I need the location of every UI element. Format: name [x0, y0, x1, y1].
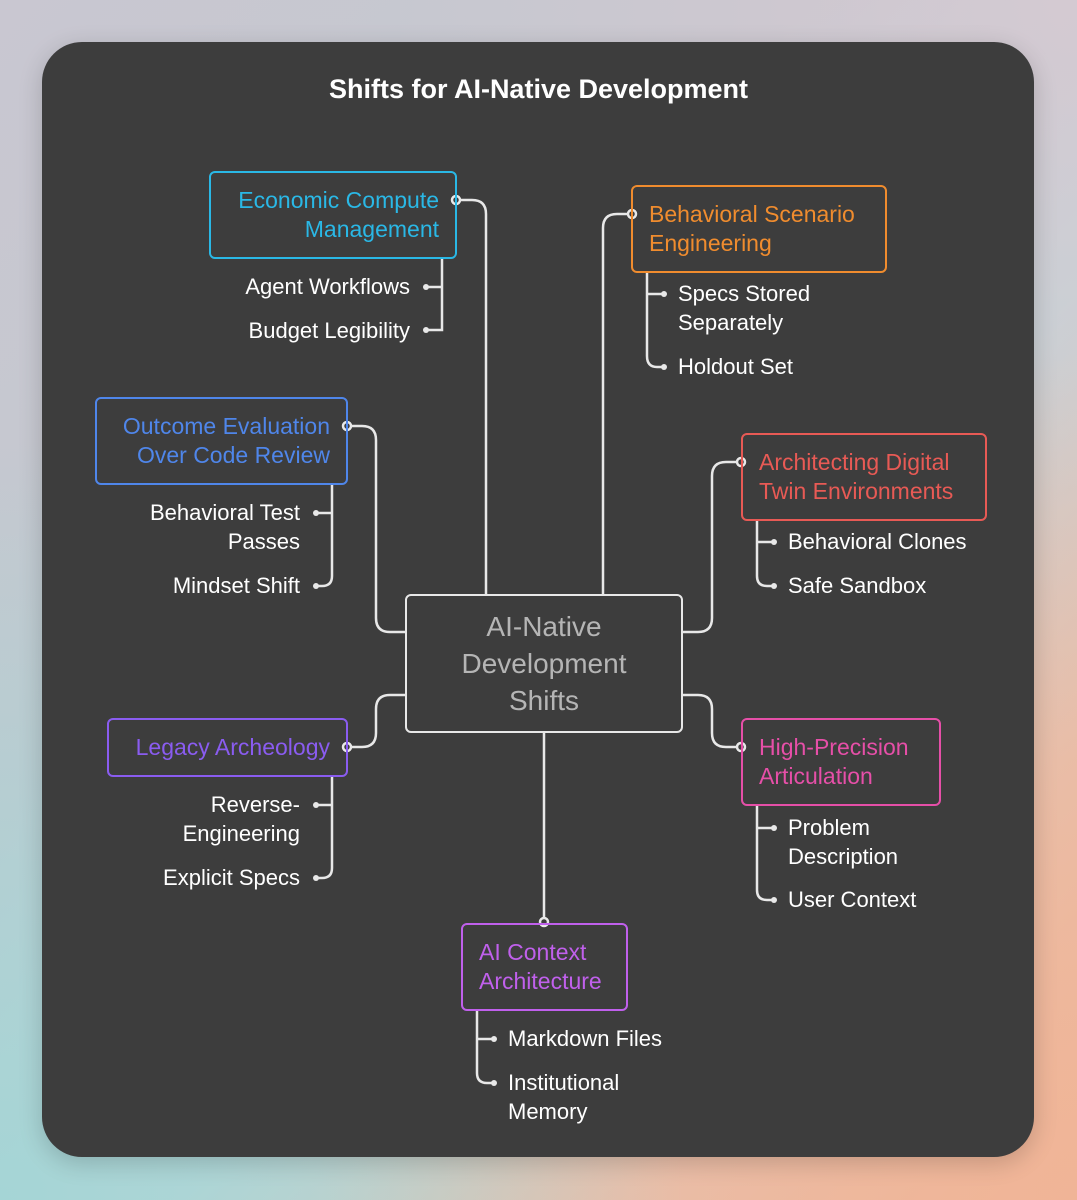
item-mindset-shift: Mindset Shift [173, 571, 300, 600]
item-agent-workflows: Agent Workflows [245, 272, 410, 301]
item-mindset-shift-text: Mindset Shift [172, 573, 300, 598]
node-legacy-archeology: Legacy Archeology [107, 718, 348, 777]
item-reverse-engineering: Reverse- Engineering [183, 790, 300, 848]
item-specs-stored-line-1: Specs Stored [678, 281, 811, 306]
item-holdout-set: Holdout Set [678, 352, 793, 381]
item-behavioral-test-line-2: Passes [227, 529, 300, 554]
item-markdown-files-text: Markdown Files [508, 1026, 663, 1051]
item-problem-description-line-1: Problem [788, 815, 870, 840]
item-problem-description: Problem Description [788, 813, 898, 871]
node-digital-twin-line-1: Architecting Digital [759, 449, 950, 475]
center-line-2: Development [461, 648, 627, 679]
item-budget-legibility: Budget Legibility [249, 316, 410, 345]
node-context-line-2: Architecture [479, 968, 602, 994]
node-behavioral-scenario: Behavioral Scenario Engineering [631, 185, 887, 273]
node-high-precision: High-Precision Articulation [741, 718, 941, 806]
node-economic-compute: Economic Compute Management [209, 171, 457, 259]
item-holdout-set-text: Holdout Set [678, 354, 793, 379]
connector-economic [456, 198, 488, 594]
item-markdown-files: Markdown Files [508, 1024, 662, 1053]
item-behavioral-test-line-1: Behavioral Test [149, 500, 300, 525]
item-behavioral-clones-text: Behavioral Clones [788, 529, 967, 554]
node-outcome-line-1: Outcome Evaluation [122, 413, 330, 439]
item-user-context-text: User Context [788, 887, 917, 912]
center-node: AI-Native Development Shifts [405, 594, 683, 733]
node-economic-line-2: Management [304, 216, 439, 242]
node-outcome-evaluation: Outcome Evaluation Over Code Review [95, 397, 348, 485]
connector-digital-twin [683, 460, 741, 634]
diagram-card [42, 42, 1034, 1157]
item-safe-sandbox-text: Safe Sandbox [788, 573, 927, 598]
item-problem-description-line-2: Description [788, 844, 899, 869]
item-behavioral-clones: Behavioral Clones [788, 527, 967, 556]
item-explicit-specs-text: Explicit Specs [163, 865, 300, 890]
item-institutional-memory-line-1: Institutional [508, 1070, 620, 1095]
item-reverse-engineering-line-1: Reverse- [210, 792, 300, 817]
node-precision-line-1: High-Precision [759, 734, 909, 760]
node-digital-twin: Architecting Digital Twin Environments [741, 433, 987, 521]
connector-precision [683, 693, 741, 749]
item-institutional-memory-line-2: Memory [508, 1099, 588, 1124]
node-precision-line-2: Articulation [759, 763, 873, 789]
item-agent-workflows-text: Agent Workflows [245, 274, 410, 299]
item-institutional-memory: Institutional Memory [508, 1068, 619, 1126]
node-behavioral-scenario-line-1: Behavioral Scenario [649, 201, 855, 227]
connector-behavioral-scenario [601, 212, 632, 594]
item-specs-stored-line-2: Separately [678, 310, 784, 335]
node-context-line-1: AI Context [479, 939, 587, 965]
connector-outcome [347, 424, 405, 634]
item-user-context: User Context [788, 885, 916, 914]
diagram-title: Shifts for AI-Native Development [328, 74, 749, 104]
node-behavioral-scenario-line-2: Engineering [649, 230, 772, 256]
item-behavioral-test-passes: Behavioral Test Passes [150, 498, 300, 556]
node-digital-twin-line-2: Twin Environments [759, 478, 954, 504]
item-specs-stored: Specs Stored Separately [678, 279, 810, 337]
node-outcome-line-2: Over Code Review [136, 442, 330, 468]
item-budget-legibility-text: Budget Legibility [248, 318, 410, 343]
item-safe-sandbox: Safe Sandbox [788, 571, 926, 600]
center-line-3: Shifts [508, 685, 580, 716]
node-economic-line-1: Economic Compute [238, 187, 439, 213]
node-legacy-line-1: Legacy Archeology [135, 734, 330, 760]
item-reverse-engineering-line-2: Engineering [182, 821, 300, 846]
connector-legacy [347, 693, 405, 749]
item-explicit-specs: Explicit Specs [163, 863, 300, 892]
node-ai-context: AI Context Architecture [461, 923, 628, 1011]
center-line-1: AI-Native [486, 611, 602, 642]
